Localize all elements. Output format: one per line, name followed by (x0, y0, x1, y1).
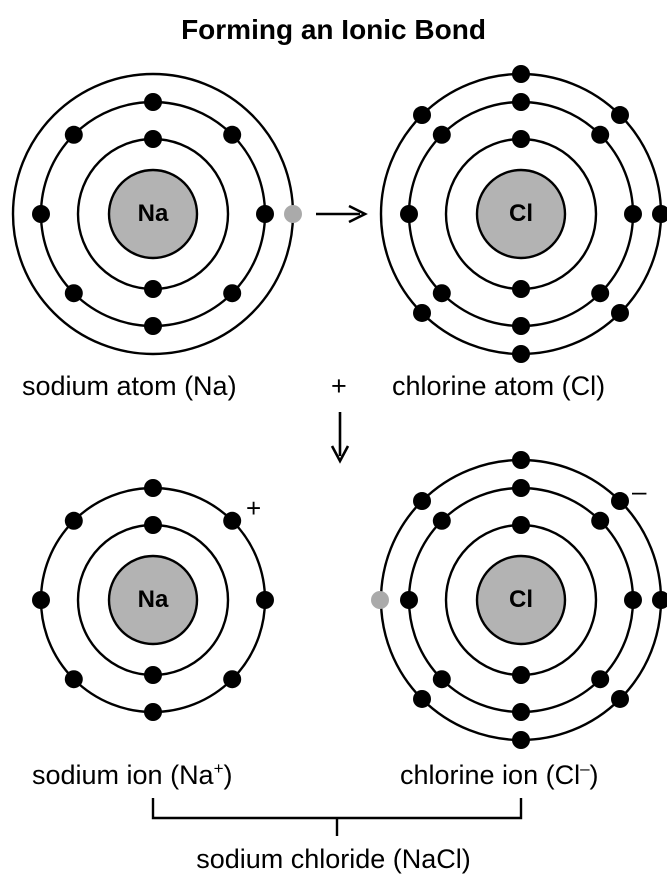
chlorine-atom-electron (591, 125, 610, 144)
sodium-atom-electron (223, 284, 242, 303)
chlorine-atom-electron (512, 130, 530, 148)
chlorine-ion-electron (512, 479, 530, 497)
chlorine-ion-label: chlorine ion (Cl–) (400, 759, 599, 790)
chlorine-ion-electron (610, 492, 629, 511)
diagram-title: Forming an Ionic Bond (181, 14, 486, 45)
chlorine-atom-electron (512, 317, 530, 335)
sodium-ion-label-sup: + (213, 759, 224, 778)
sodium-atom-label: sodium atom (Na) (22, 371, 237, 401)
sodium-ion-electron (144, 479, 162, 497)
sodium-ion-charge: + (246, 493, 262, 523)
chlorine-ion-electron (512, 451, 530, 469)
sodium-atom-electron (144, 280, 162, 298)
chlorine-atom-electron (512, 93, 530, 111)
gained-electron (371, 591, 389, 609)
reaction-arrow-head (330, 445, 350, 464)
chlorine-atom-electron (610, 303, 629, 322)
sodium-ion-electron (144, 666, 162, 684)
chlorine-atom-electron (413, 106, 432, 125)
chlorine-ion-electron (512, 516, 530, 534)
sodium-atom-electron (144, 130, 162, 148)
sodium-ion-symbol: Na (137, 586, 169, 613)
chlorine-ion-symbol: Cl (509, 586, 533, 613)
chlorine-ion-label-sup: – (580, 759, 590, 778)
sodium-ion-electron (144, 703, 162, 721)
transferred-electron (284, 205, 302, 223)
sodium-ion-electron (256, 591, 274, 609)
sodium-atom-symbol: Na (137, 200, 169, 227)
chlorine-atom-electron (512, 345, 530, 363)
chlorine-ion-nucleus (475, 554, 567, 646)
chlorine-atom-electron (624, 205, 642, 223)
sodium-atom-electron (32, 205, 50, 223)
chlorine-atom-symbol: Cl (509, 200, 533, 227)
chlorine-ion-electron (624, 591, 642, 609)
chlorine-ion-electron (432, 670, 451, 689)
sodium-atom-electron (64, 284, 83, 303)
transfer-arrow-head (348, 204, 368, 224)
sodium-ion-label: sodium ion (Na+) (32, 759, 233, 790)
sodium-ion-electron (223, 511, 242, 530)
chlorine-ion-electron (610, 689, 629, 708)
sodium-ion-electron (64, 511, 83, 530)
chlorine-ion-electron (413, 689, 432, 708)
chlorine-atom-nucleus (475, 168, 567, 260)
chlorine-atom-electron (652, 205, 667, 223)
sodium-ion-nucleus (107, 554, 199, 646)
product-bracket (151, 798, 523, 820)
chlorine-atom-electron (413, 303, 432, 322)
chlorine-ion-electron (591, 511, 610, 530)
sodium-atom-electron (144, 317, 162, 335)
sodium-ion-electron (64, 670, 83, 689)
sodium-atom-electron (64, 125, 83, 144)
sodium-atom-electron (223, 125, 242, 144)
sodium-ion-label-main: sodium ion (Na (32, 760, 214, 790)
chlorine-atom-electron (591, 284, 610, 303)
chlorine-atom-electron (432, 284, 451, 303)
sodium-ion-electron (144, 516, 162, 534)
chlorine-ion-electron (512, 666, 530, 684)
chlorine-ion-electron (512, 731, 530, 749)
chlorine-ion-electron (652, 591, 667, 609)
chlorine-ion-label-main: chlorine ion (Cl (400, 760, 581, 790)
chlorine-atom-electron (512, 65, 530, 83)
chlorine-ion-electron (413, 492, 432, 511)
chlorine-atom-electron (400, 205, 418, 223)
chlorine-ion-electron (432, 511, 451, 530)
chlorine-atom-electron (432, 125, 451, 144)
product-label: sodium chloride (NaCl) (196, 844, 471, 874)
chlorine-ion-electron (591, 670, 610, 689)
chlorine-ion-electron (512, 703, 530, 721)
chlorine-atom-label: chlorine atom (Cl) (392, 371, 606, 401)
sodium-atom-electron (144, 93, 162, 111)
sodium-atom-electron (256, 205, 274, 223)
sodium-atom-nucleus (107, 168, 199, 260)
plus-sign: + (331, 371, 347, 401)
chlorine-ion-charge: – (632, 476, 647, 506)
chlorine-ion-label-end: ) (589, 760, 599, 790)
sodium-ion-electron (223, 670, 242, 689)
chlorine-ion-electron (400, 591, 418, 609)
chlorine-atom-electron (610, 106, 629, 125)
chlorine-atom-electron (512, 280, 530, 298)
sodium-ion-electron (32, 591, 50, 609)
sodium-ion-label-end: ) (223, 760, 233, 790)
